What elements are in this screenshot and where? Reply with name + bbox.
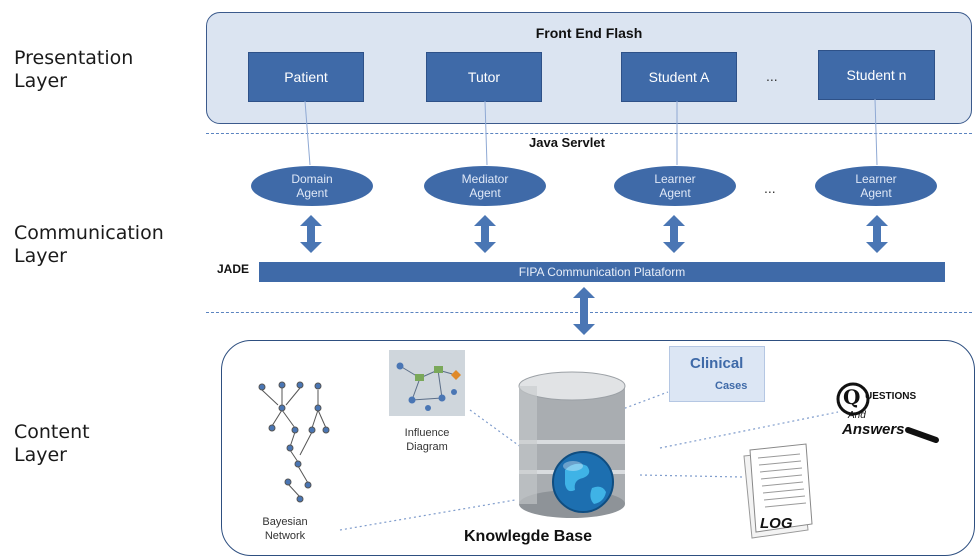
questions-answers-icon bbox=[836, 382, 939, 443]
mediator-agent: Mediator Agent bbox=[424, 166, 546, 206]
communication-layer-label: Communication Layer bbox=[14, 222, 164, 267]
clinical-title: Clinical bbox=[690, 355, 744, 372]
student-a-box: Student A bbox=[621, 52, 737, 102]
learner-agent: Learner Agent bbox=[614, 166, 736, 206]
qa-and-text: And bbox=[848, 410, 866, 421]
globe-icon bbox=[552, 451, 614, 513]
knowledge-base-label: Knowlegde Base bbox=[464, 528, 593, 545]
agent-connectors bbox=[304, 98, 878, 166]
double-arrow-mediator bbox=[474, 215, 496, 253]
bayesian-network-label: Bayesian Network bbox=[262, 516, 308, 542]
influence-diagram-label: Influence Diagram bbox=[404, 427, 450, 453]
influence-diagram-graphic bbox=[389, 350, 465, 416]
clinical-cases-box: Clinical Cases bbox=[669, 346, 765, 402]
jade-label: JADE bbox=[217, 262, 250, 276]
double-arrows bbox=[300, 215, 888, 335]
patient-box: Patient bbox=[248, 52, 364, 102]
qa-answers-text: Answers bbox=[842, 421, 905, 438]
double-arrow-domain bbox=[300, 215, 322, 253]
kb-links bbox=[339, 391, 839, 531]
presentation-layer-label: Presentation Layer bbox=[14, 47, 134, 92]
log-document-icon bbox=[743, 443, 813, 539]
upper-separator bbox=[206, 133, 972, 134]
log-label: LOG bbox=[760, 515, 793, 532]
student-n-box: Student n bbox=[818, 50, 935, 100]
qa-q-letter: Q bbox=[843, 385, 861, 409]
double-arrow-knowledge-base bbox=[573, 287, 595, 335]
content-layer-label: Content Layer bbox=[14, 421, 90, 466]
front-end-title: Front End Flash bbox=[535, 25, 643, 41]
agents-ellipsis: ... bbox=[764, 180, 776, 196]
domain-agent: Domain Agent bbox=[251, 166, 373, 206]
learner-agent-n: Learner Agent bbox=[815, 166, 937, 206]
clinical-subtitle: Cases bbox=[715, 380, 748, 392]
fipa-platform-bar: FIPA Communication Plataform bbox=[259, 262, 945, 282]
tutor-box: Tutor bbox=[426, 52, 542, 102]
double-arrow-learner bbox=[663, 215, 685, 253]
bayesian-network-graphic bbox=[258, 381, 330, 503]
java-servlet-label: Java Servlet bbox=[529, 135, 605, 150]
double-arrow-learner-n bbox=[866, 215, 888, 253]
presentation-ellipsis: ... bbox=[766, 68, 778, 84]
qa-questions-text: UESTIONS bbox=[865, 391, 917, 402]
lower-separator bbox=[206, 312, 972, 313]
